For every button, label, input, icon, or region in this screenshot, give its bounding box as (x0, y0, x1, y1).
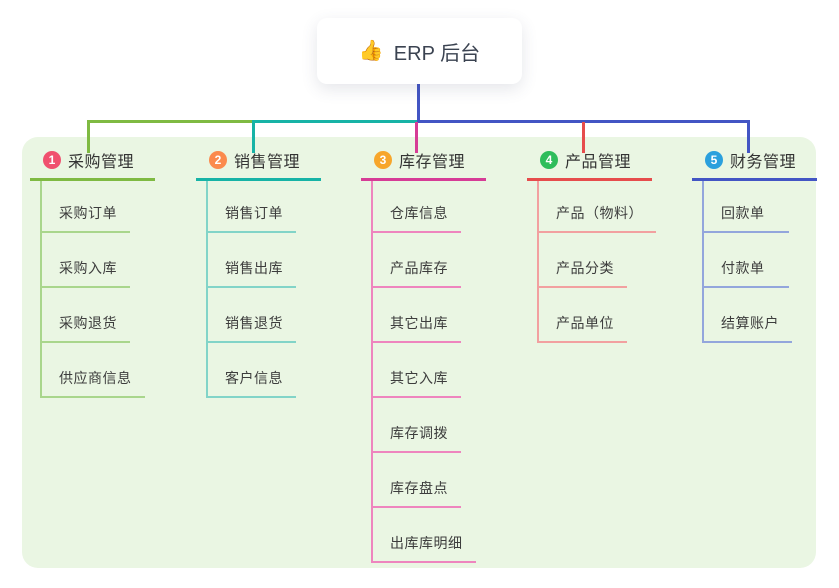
child-node[interactable]: 产品单位 (539, 288, 627, 343)
child-node[interactable]: 销售订单 (208, 181, 296, 233)
child-node[interactable]: 产品库存 (373, 233, 461, 288)
branch-title[interactable]: 4 产品管理 (527, 148, 652, 181)
root-label: ERP 后台 (393, 42, 481, 65)
child-node[interactable]: 产品分类 (539, 233, 627, 288)
child-node[interactable]: 采购退货 (42, 288, 130, 343)
branch-label: 库存管理 (399, 154, 466, 171)
branch-label: 产品管理 (565, 154, 632, 171)
branch-purchase: 1 采购管理 采购订单采购入库采购退货供应商信息 (30, 148, 155, 398)
mindmap-background-panel (22, 137, 816, 568)
child-node[interactable]: 销售出库 (208, 233, 296, 288)
branch-number-badge: 5 (705, 151, 723, 169)
branch-title[interactable]: 5 财务管理 (692, 148, 817, 181)
child-node[interactable]: 付款单 (704, 233, 789, 288)
branch-children: 回款单付款单结算账户 (702, 181, 792, 343)
branch-children: 产品（物料）产品分类产品单位 (537, 181, 656, 343)
branch-sales: 2 销售管理 销售订单销售出库销售退货客户信息 (196, 148, 321, 398)
branch-children: 仓库信息产品库存其它出库其它入库库存调拨库存盘点出库库明细 (371, 181, 476, 563)
branch-children: 销售订单销售出库销售退货客户信息 (206, 181, 296, 398)
connector-horizontal-segment (417, 120, 750, 123)
child-node[interactable]: 回款单 (704, 181, 789, 233)
branch-product: 4 产品管理 产品（物料）产品分类产品单位 (527, 148, 656, 343)
branch-number-badge: 1 (43, 151, 61, 169)
root-node[interactable]: 👍 ERP 后台 (317, 18, 522, 84)
child-node[interactable]: 采购订单 (42, 181, 130, 233)
branch-title[interactable]: 3 库存管理 (361, 148, 486, 181)
branch-label: 销售管理 (234, 154, 301, 171)
branch-number-badge: 3 (374, 151, 392, 169)
child-node[interactable]: 客户信息 (208, 343, 296, 398)
branch-finance: 5 财务管理 回款单付款单结算账户 (692, 148, 817, 343)
connector-drop (747, 122, 750, 153)
branch-title[interactable]: 1 采购管理 (30, 148, 155, 181)
connector-drop (252, 122, 255, 153)
root-connector-line (417, 83, 420, 122)
branch-title[interactable]: 2 销售管理 (196, 148, 321, 181)
connector-horizontal-segment (252, 120, 419, 123)
child-node[interactable]: 其它入库 (373, 343, 461, 398)
connector-drop (582, 122, 585, 153)
child-node[interactable]: 结算账户 (704, 288, 792, 343)
branch-number-badge: 2 (209, 151, 227, 169)
child-node[interactable]: 库存调拨 (373, 398, 461, 453)
connector-horizontal-segment (87, 120, 254, 123)
branch-label: 采购管理 (68, 154, 135, 171)
thumbs-up-icon: 👍 (358, 40, 384, 62)
child-node[interactable]: 产品（物料） (539, 181, 656, 233)
connector-drop (87, 122, 90, 153)
branch-number-badge: 4 (540, 151, 558, 169)
branch-label: 财务管理 (730, 154, 797, 171)
child-node[interactable]: 销售退货 (208, 288, 296, 343)
child-node[interactable]: 库存盘点 (373, 453, 461, 508)
child-node[interactable]: 出库库明细 (373, 508, 476, 563)
branch-inventory: 3 库存管理 仓库信息产品库存其它出库其它入库库存调拨库存盘点出库库明细 (361, 148, 486, 563)
child-node[interactable]: 供应商信息 (42, 343, 145, 398)
child-node[interactable]: 仓库信息 (373, 181, 461, 233)
connector-drop (415, 122, 418, 153)
child-node[interactable]: 采购入库 (42, 233, 130, 288)
branch-children: 采购订单采购入库采购退货供应商信息 (40, 181, 145, 398)
child-node[interactable]: 其它出库 (373, 288, 461, 343)
